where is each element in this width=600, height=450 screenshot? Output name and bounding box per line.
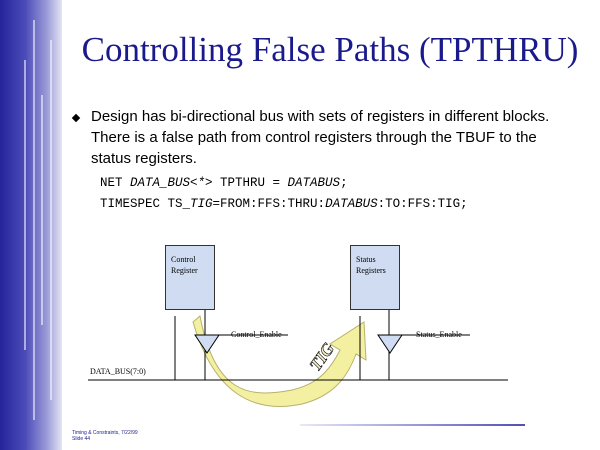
false-path-arrow	[192, 315, 367, 407]
code-token: TPTHRU =	[212, 176, 288, 190]
slide-sidebar	[0, 0, 62, 450]
footer-slide-number: Slide 44	[72, 436, 91, 442]
sidebar-stripe	[24, 60, 26, 350]
code-token: TIMESPEC TS_	[100, 197, 191, 211]
slide-title: Controlling False Paths (TPTHRU)	[81, 30, 579, 69]
code-token: ;	[340, 176, 348, 190]
slide-footer: Timing & Constraints, 7/22/99 Slide 44	[72, 430, 138, 442]
code-token: :TO:FFS:TIG;	[377, 197, 468, 211]
footer-date: Timing & Constraints, 7/22/99	[72, 430, 138, 436]
footer-divider	[300, 424, 525, 426]
status-registers-box: Status Registers	[350, 245, 400, 310]
control-register-label: Control	[171, 255, 196, 264]
code-token: DATABUS	[287, 176, 341, 190]
control-register-box: Control Register	[165, 245, 215, 310]
code-token: DATABUS	[325, 197, 378, 211]
code-line-timespec: TIMESPEC TS_TIG=FROM:FFS:THRU:DATABUS:TO…	[100, 197, 468, 211]
control-register-label: Register	[171, 266, 198, 275]
code-token: DATA_BUS<*>	[130, 176, 213, 190]
code-token: =FROM:FFS:THRU:	[212, 197, 326, 211]
code-token: TIG	[190, 197, 213, 211]
sidebar-stripe	[33, 20, 35, 420]
control-tbuf-icon	[194, 334, 220, 354]
status-tbuf-icon	[377, 334, 403, 354]
status-registers-label: Registers	[356, 266, 386, 275]
data-bus-label: DATA_BUS(7:0)	[90, 367, 146, 376]
code-line-net: NET DATA_BUS<*> TPTHRU = DATABUS;	[100, 176, 348, 190]
control-enable-label: Control_Enable	[231, 330, 282, 339]
sidebar-stripe	[41, 95, 43, 325]
bullet-text: Design has bi-directional bus with sets …	[91, 108, 550, 167]
sidebar-stripe	[50, 40, 52, 400]
status-enable-label: Status_Enable	[416, 330, 462, 339]
status-registers-label: Status	[356, 255, 376, 264]
code-token: NET	[100, 176, 131, 190]
